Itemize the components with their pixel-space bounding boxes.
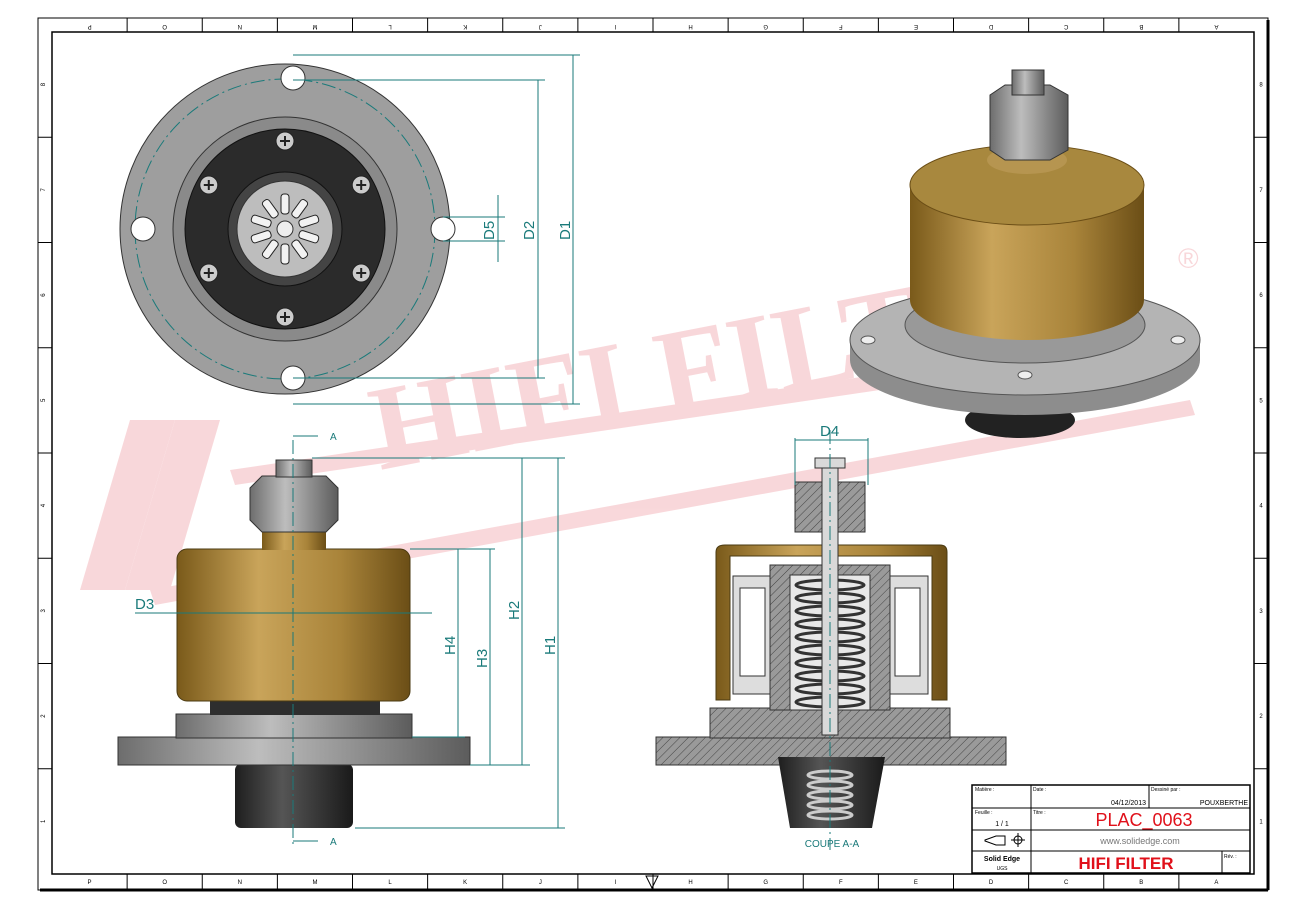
matiere-label: Matière : <box>975 787 994 793</box>
revision-label: Rév. : <box>1224 854 1237 860</box>
zone-label-right: 5 <box>1259 398 1263 404</box>
isometric-view <box>849 69 1201 438</box>
dim-h3: H3 <box>474 649 491 668</box>
zone-label-top: E <box>914 23 918 29</box>
contact-pin <box>250 230 272 244</box>
contact-pin <box>261 239 279 259</box>
contact-pin <box>291 239 309 259</box>
zone-label-bottom: J <box>539 880 542 886</box>
section-mark-top: A <box>330 432 337 443</box>
zone-label-bottom: L <box>388 880 392 886</box>
section-view: D4 COUPE A-A <box>655 423 1007 850</box>
zone-label-top: F <box>839 23 843 29</box>
sheet-label: Feuille : <box>975 810 993 816</box>
zone-label-right: 1 <box>1259 819 1263 825</box>
zone-label-top: J <box>539 23 542 29</box>
zone-label-left: 1 <box>41 819 47 823</box>
zone-label-bottom: H <box>688 880 692 886</box>
zone-label-bottom: N <box>238 880 242 886</box>
zone-label-right: 2 <box>1259 714 1263 720</box>
contact-pin <box>298 214 320 228</box>
contact-pin <box>298 230 320 244</box>
date-label: Date : <box>1033 787 1046 793</box>
zone-label-top: I <box>614 23 616 29</box>
zone-label-bottom: B <box>1139 880 1143 886</box>
top-view: D1 D2 D5 <box>119 54 580 405</box>
zone-label-right: 8 <box>1259 83 1263 89</box>
zone-label-top: O <box>162 23 167 29</box>
centering-mark-icon <box>645 875 659 890</box>
zone-label-left: 2 <box>41 714 47 718</box>
zone-label-right: 7 <box>1259 188 1263 194</box>
zone-label-bottom: D <box>989 880 994 886</box>
dim-d4: D4 <box>820 423 839 440</box>
zone-label-top: D <box>988 23 993 29</box>
dim-d2: D2 <box>521 221 538 240</box>
dim-d5: D5 <box>481 221 498 240</box>
spring-coil <box>806 779 854 791</box>
software-sub: UGS <box>997 866 1009 872</box>
zone-label-top: C <box>1063 23 1068 29</box>
zone-label-top: H <box>688 23 692 29</box>
zone-label-left: 7 <box>41 188 47 192</box>
website-text: www.solidedge.com <box>1099 836 1180 846</box>
zone-label-right: 6 <box>1259 293 1263 299</box>
zone-label-top: P <box>88 23 92 29</box>
zone-label-bottom: G <box>763 880 768 886</box>
registered-mark: ® <box>1178 243 1199 274</box>
contact-pin <box>280 193 290 215</box>
projection-symbol-icon <box>984 833 1025 847</box>
zone-label-bottom: F <box>839 880 843 886</box>
contact-pin <box>291 199 309 219</box>
contact-pin <box>280 243 290 265</box>
zone-label-top: N <box>238 23 242 29</box>
zone-label-bottom: A <box>1214 880 1218 886</box>
dim-h2: H2 <box>506 601 523 620</box>
software-name: Solid Edge <box>984 856 1020 863</box>
zone-label-left: 6 <box>41 293 47 297</box>
date-value: 04/12/2013 <box>1111 800 1146 807</box>
title-block: Matière : Date : 04/12/2013 Dessiné par … <box>971 784 1251 874</box>
zone-label-bottom: E <box>914 880 918 886</box>
drawn-by-label: Dessiné par : <box>1151 787 1180 793</box>
zone-label-top: B <box>1139 23 1143 29</box>
sheet-value: 1 / 1 <box>995 821 1009 828</box>
zone-label-left: 4 <box>41 503 47 507</box>
company-name: HIFI FILTER <box>1078 854 1173 873</box>
zone-label-left: 5 <box>41 398 47 402</box>
zone-label-bottom: O <box>162 880 167 886</box>
zone-label-bottom: I <box>615 880 617 886</box>
dim-h4: H4 <box>442 636 459 655</box>
zone-label-right: 3 <box>1259 609 1263 615</box>
zone-label-top: K <box>463 23 467 29</box>
drawn-by-value: POUXBERTHE <box>1200 800 1248 807</box>
front-view: A A D3 H1 H2 H3 H4 <box>117 432 565 848</box>
drawing-title: PLAC_0063 <box>1095 810 1192 831</box>
zone-label-bottom: K <box>463 880 467 886</box>
section-mark-bottom: A <box>330 837 337 848</box>
zone-label-top: M <box>312 23 317 29</box>
zone-label-left: 8 <box>41 82 47 86</box>
contact-pin <box>250 214 272 228</box>
zone-grid: P P O O N N M M L L K K J J I I H H G G F F E E D D C C B B A A 8 8 7 7 6 6 5 5… <box>38 18 1268 890</box>
dim-h1: H1 <box>542 636 559 655</box>
dim-d3: D3 <box>135 596 154 613</box>
title-label: Titre : <box>1033 810 1046 816</box>
section-caption: COUPE A-A <box>805 839 860 850</box>
zone-label-top: A <box>1214 23 1218 29</box>
contact-pin <box>261 199 279 219</box>
zone-label-top: G <box>763 23 768 29</box>
zone-label-bottom: C <box>1064 880 1069 886</box>
zone-label-bottom: M <box>312 880 317 886</box>
zone-label-left: 3 <box>41 609 47 613</box>
zone-label-bottom: P <box>88 880 92 886</box>
zone-label-right: 4 <box>1259 504 1263 510</box>
dim-d1: D1 <box>557 221 574 240</box>
zone-label-top: L <box>388 23 392 29</box>
